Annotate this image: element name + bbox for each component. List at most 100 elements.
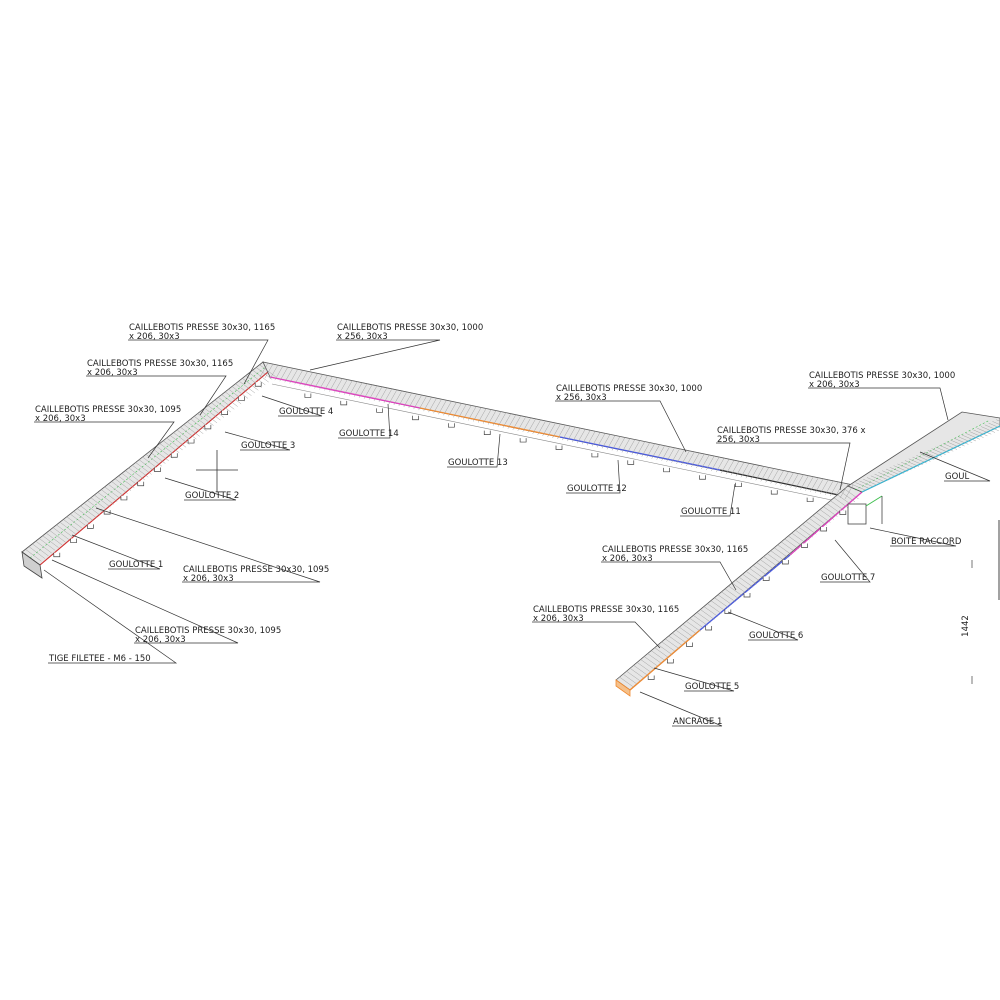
- grating-bar: [388, 389, 398, 405]
- grating-bar: [104, 486, 121, 500]
- grating-bar: [651, 444, 660, 459]
- grating-bar: [577, 429, 586, 444]
- grating-bar: [920, 453, 935, 460]
- grating-bar: [691, 452, 700, 468]
- grating-bar: [735, 579, 750, 591]
- support-bracket: [483, 430, 491, 435]
- support-bracket: [666, 659, 674, 664]
- label-tige-filetee: TIGE FILETEE - M6 - 150: [48, 654, 151, 664]
- grating-bar: [646, 443, 655, 458]
- grating-bar: [686, 451, 695, 467]
- label-goulotte-11: GOULOTTE 11: [681, 507, 741, 517]
- support-bracket: [743, 593, 751, 598]
- grating-bar: [403, 392, 412, 408]
- grating-bar: [988, 422, 1000, 429]
- grating-bar: [324, 376, 333, 391]
- deck-rail-left-arm: [39, 365, 276, 566]
- grating-bar: [647, 653, 662, 664]
- grating-bar: [97, 492, 114, 505]
- label-caillebotis-b-1: CAILLEBOTIS PRESSE 30x30, 1000: [337, 323, 483, 333]
- grating-bar: [200, 410, 218, 424]
- grating-bar: [487, 410, 497, 425]
- grating-bar: [893, 465, 908, 472]
- grating-bar: [720, 459, 730, 474]
- grating-bar: [661, 446, 670, 461]
- support-bracket: [53, 552, 61, 558]
- grating-bar: [798, 526, 813, 538]
- grating-bar: [522, 417, 531, 432]
- grating-bar: [859, 480, 874, 488]
- grating-bar: [740, 463, 750, 478]
- grating-bar: [66, 516, 83, 529]
- label-caillebotis-d-1: CAILLEBOTIS PRESSE 30x30, 1095: [35, 405, 181, 415]
- label-caillebotis-h-2: x 206, 30x3: [183, 574, 234, 584]
- grating-bar: [358, 383, 368, 398]
- grating-bar: [802, 524, 817, 535]
- grating-bar: [816, 512, 831, 523]
- label-caillebotis-i-2: x 206, 30x3: [135, 635, 186, 645]
- grating-bar: [942, 443, 958, 450]
- grating-bar: [675, 629, 690, 641]
- grating-bar: [289, 369, 298, 384]
- grating-bar: [368, 385, 378, 400]
- grating-bar: [383, 388, 393, 403]
- label-caillebotis-c-2: x 206, 30x3: [87, 368, 138, 378]
- grating-bar: [448, 402, 457, 417]
- grating-bar: [596, 433, 606, 448]
- label-caillebotis-k-1: CAILLEBOTIS PRESSE 30x30, 1165: [533, 605, 679, 615]
- grating-bar: [582, 430, 591, 445]
- grating-bar: [118, 475, 135, 489]
- grating-bar: [823, 506, 838, 517]
- grating-bar: [279, 367, 288, 382]
- grating-bar: [204, 407, 221, 421]
- grating-bar: [284, 368, 293, 383]
- grating-bar: [59, 521, 77, 535]
- label-caillebotis-a-2: x 206, 30x3: [129, 332, 180, 342]
- grating-bar: [961, 434, 977, 442]
- label-caillebotis-h-1: CAILLEBOTIS PRESSE 30x30, 1095: [183, 565, 329, 575]
- boite-raccord-conduit: [865, 495, 883, 507]
- grating-bar: [870, 475, 885, 483]
- grating-bar: [180, 426, 197, 440]
- grating-bar: [319, 375, 328, 390]
- grating-bar: [428, 398, 437, 413]
- grating-bar: [502, 413, 512, 428]
- support-bracket: [699, 475, 706, 480]
- grating-bar: [969, 431, 984, 438]
- grating-bar: [45, 532, 63, 546]
- label-goulotte-cut: GOUL: [945, 472, 969, 482]
- support-bracket: [87, 524, 94, 529]
- boite-raccord-box: [847, 503, 867, 525]
- grating-bar: [107, 483, 125, 497]
- grating-bar: [725, 460, 735, 475]
- grating-bar: [770, 469, 779, 484]
- grating-bar: [866, 477, 882, 484]
- grating-bar: [259, 364, 276, 377]
- grating-bar: [641, 442, 650, 457]
- grating-bar: [696, 612, 711, 623]
- grating-bar: [353, 382, 363, 397]
- grating-bar: [851, 484, 866, 491]
- grating-bar: [927, 450, 942, 457]
- grating-bar: [701, 454, 710, 470]
- grating-bar: [39, 538, 56, 551]
- grating-bar: [730, 461, 740, 476]
- grating-bar: [49, 530, 66, 543]
- support-bracket: [663, 467, 670, 473]
- deck-segment-left-arm: [21, 361, 276, 566]
- grating-bar: [837, 494, 852, 506]
- grating-bar: [145, 454, 163, 467]
- support-bracket: [705, 626, 713, 631]
- grating-bar: [552, 423, 561, 439]
- vertical-dimension: 1442: [961, 520, 1000, 684]
- grating-bar: [980, 426, 996, 433]
- grating-bar: [752, 565, 768, 576]
- label-boite-raccord: BOITE RACCORD: [891, 537, 962, 547]
- grating-bar: [621, 438, 631, 453]
- support-bracket: [686, 642, 693, 647]
- grating-bar: [373, 386, 383, 401]
- grating-bar: [965, 433, 980, 440]
- grating-bar: [572, 428, 581, 443]
- grating-bar: [795, 529, 810, 541]
